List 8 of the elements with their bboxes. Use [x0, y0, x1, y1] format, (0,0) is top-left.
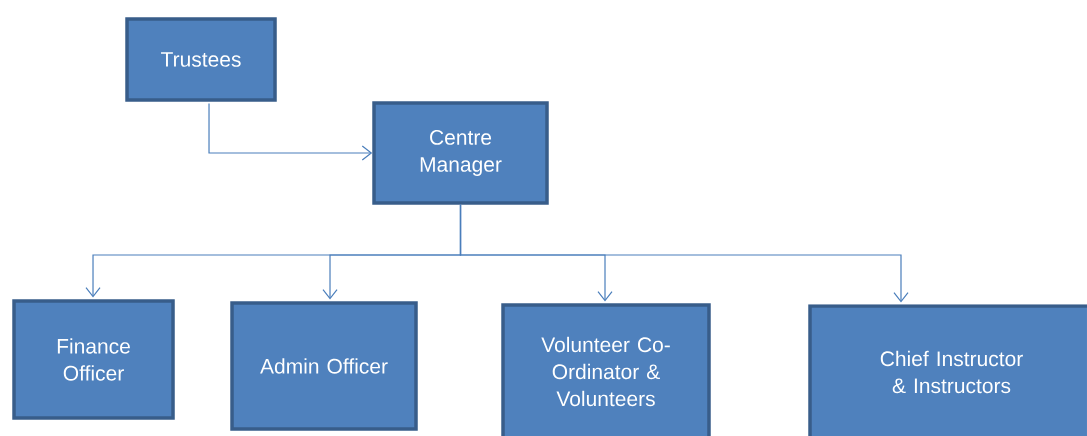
role-box: Chief Instructor & Instructors — [808, 304, 1087, 436]
arrow — [208, 102, 373, 161]
role-box: Trustees — [125, 17, 277, 102]
role-box: Volunteer Co-Ordinator & Volunteers — [501, 303, 711, 436]
arrow — [459, 204, 909, 303]
role-box: Admin Officer — [230, 301, 418, 431]
role-box: Centre Manager — [372, 101, 549, 205]
role-box: Finance Officer — [12, 299, 175, 420]
